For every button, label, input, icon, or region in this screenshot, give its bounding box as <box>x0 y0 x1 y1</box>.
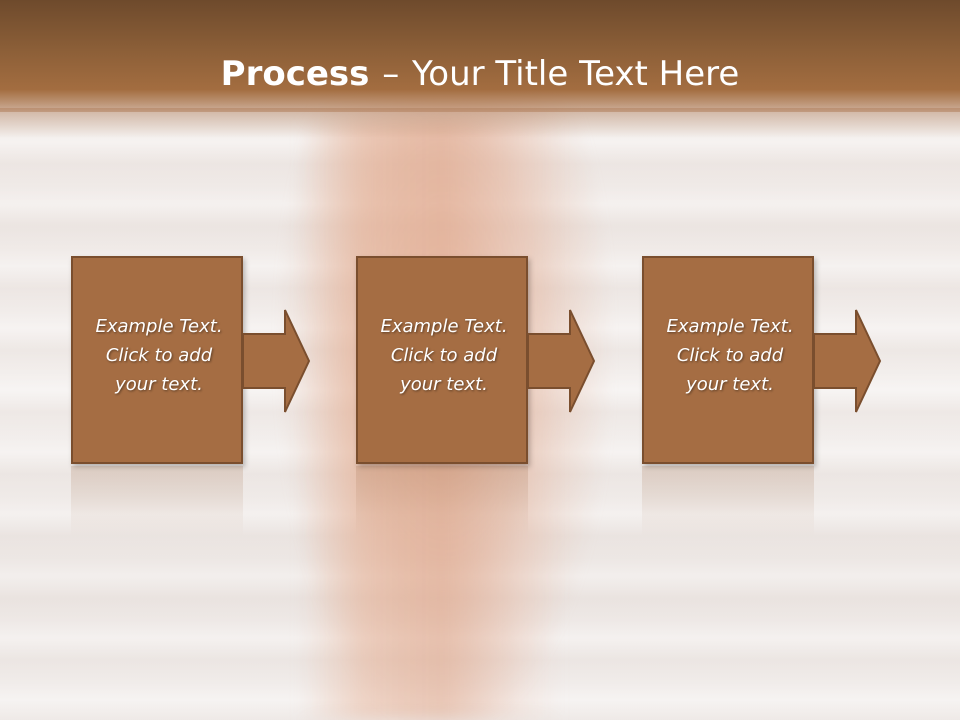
right-arrow-icon <box>243 309 311 413</box>
step-text-line: your text. <box>115 374 203 395</box>
slide-title[interactable]: Process – Your Title Text Here <box>0 52 960 96</box>
right-arrow-icon <box>528 309 596 413</box>
step-text-line: Click to add <box>105 345 213 366</box>
process-step-1: Example Text. Click to add your text. <box>71 256 311 536</box>
title-text: Your Title Text Here <box>412 54 740 94</box>
step-text-line: Example Text. <box>666 316 794 337</box>
step-text[interactable]: Example Text. Click to add your text. <box>358 312 530 399</box>
step-text-line: Click to add <box>390 345 498 366</box>
step-reflection <box>71 466 243 536</box>
step-reflection <box>642 466 814 536</box>
step-text-line: Click to add <box>676 345 784 366</box>
step-box[interactable]: Example Text. Click to add your text. <box>71 256 243 464</box>
title-bar-fade <box>0 108 960 138</box>
title-bar <box>0 0 960 112</box>
step-text[interactable]: Example Text. Click to add your text. <box>644 312 816 399</box>
step-box[interactable]: Example Text. Click to add your text. <box>642 256 814 464</box>
step-reflection <box>356 466 528 536</box>
step-text-line: Example Text. <box>95 316 223 337</box>
title-separator: – <box>382 54 400 94</box>
step-box[interactable]: Example Text. Click to add your text. <box>356 256 528 464</box>
step-text[interactable]: Example Text. Click to add your text. <box>73 312 245 399</box>
step-text-line: Example Text. <box>380 316 508 337</box>
process-step-3: Example Text. Click to add your text. <box>642 256 882 536</box>
process-step-2: Example Text. Click to add your text. <box>356 256 596 536</box>
step-text-line: your text. <box>686 374 774 395</box>
step-text-line: your text. <box>400 374 488 395</box>
right-arrow-icon <box>814 309 882 413</box>
title-bold: Process <box>220 54 370 94</box>
